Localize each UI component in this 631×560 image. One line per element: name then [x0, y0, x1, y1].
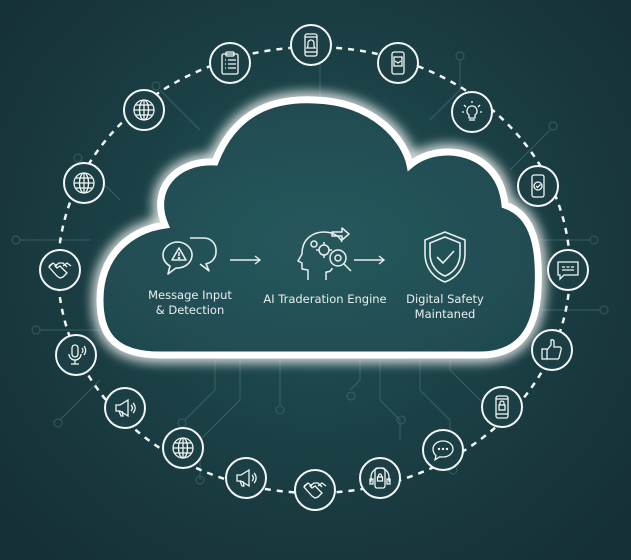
- ring-node: [377, 42, 419, 84]
- phone-check-icon: [525, 173, 551, 199]
- shield-check-icon: [424, 231, 466, 283]
- step-ai-engine: AI Traderation Engine: [255, 226, 395, 307]
- thumbs-up-icon: [539, 337, 565, 363]
- megaphone-icon: [233, 465, 259, 491]
- ring-node: [294, 469, 336, 511]
- phone-alert-icon: [298, 32, 324, 58]
- ring-node: [547, 249, 589, 291]
- arrow-right-icon: [354, 255, 386, 265]
- ring-node: [451, 91, 493, 133]
- headset-lock-icon: [367, 465, 393, 491]
- ring-node: [359, 457, 401, 499]
- chat-alert-icon: [162, 237, 217, 275]
- chat-lines-icon: [555, 257, 581, 283]
- globe-icon: [71, 170, 97, 196]
- globe-icon: [131, 97, 157, 123]
- ring-node: [209, 42, 251, 84]
- lightbulb-icon: [459, 99, 485, 125]
- ring-node: [290, 24, 332, 66]
- ring-node: [55, 334, 97, 376]
- step-label: AI Traderation Engine: [263, 292, 387, 306]
- globe-icon: [170, 435, 196, 461]
- ring-node: [63, 162, 105, 204]
- arrow-right-icon: [230, 255, 262, 265]
- ai-head-gears-icon: [297, 227, 352, 280]
- step-label: Digital Safety Maintaned: [406, 292, 484, 321]
- ring-node: [517, 165, 559, 207]
- phone-screen-icon: [385, 50, 411, 76]
- ring-node: [162, 427, 204, 469]
- clipboard-icon: [217, 50, 243, 76]
- ring-node: [123, 89, 165, 131]
- ring-node: [104, 387, 146, 429]
- handshake-icon: [302, 477, 328, 503]
- step-label: Message Input & Detection: [148, 288, 232, 317]
- ring-node: [422, 429, 464, 471]
- step-digital-safety: Digital Safety Maintaned: [390, 230, 500, 322]
- ring-node: [481, 386, 523, 428]
- ring-node: [225, 457, 267, 499]
- microphone-icon: [63, 342, 89, 368]
- step-message-input: Message Input & Detection: [135, 232, 245, 318]
- ring-node: [531, 329, 573, 371]
- handshake-icon: [47, 257, 73, 283]
- chat-dots-icon: [430, 437, 456, 463]
- megaphone-icon: [112, 395, 138, 421]
- phone-lock-icon: [489, 394, 515, 420]
- ring-node: [39, 249, 81, 291]
